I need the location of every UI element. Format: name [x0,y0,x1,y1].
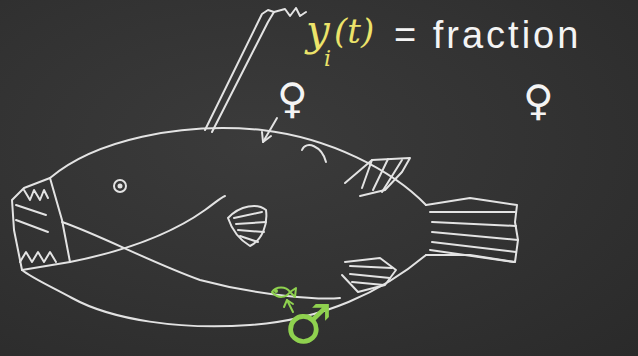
female-symbol: ♀ [277,78,308,120]
variable-subscript: i [324,48,331,70]
definition-text: = fraction [394,16,581,54]
female-symbol: ♀ [523,80,554,122]
variable-argument: (t) [334,14,374,48]
variable-name: y [306,10,330,52]
male-symbol: ♂ [284,298,332,352]
